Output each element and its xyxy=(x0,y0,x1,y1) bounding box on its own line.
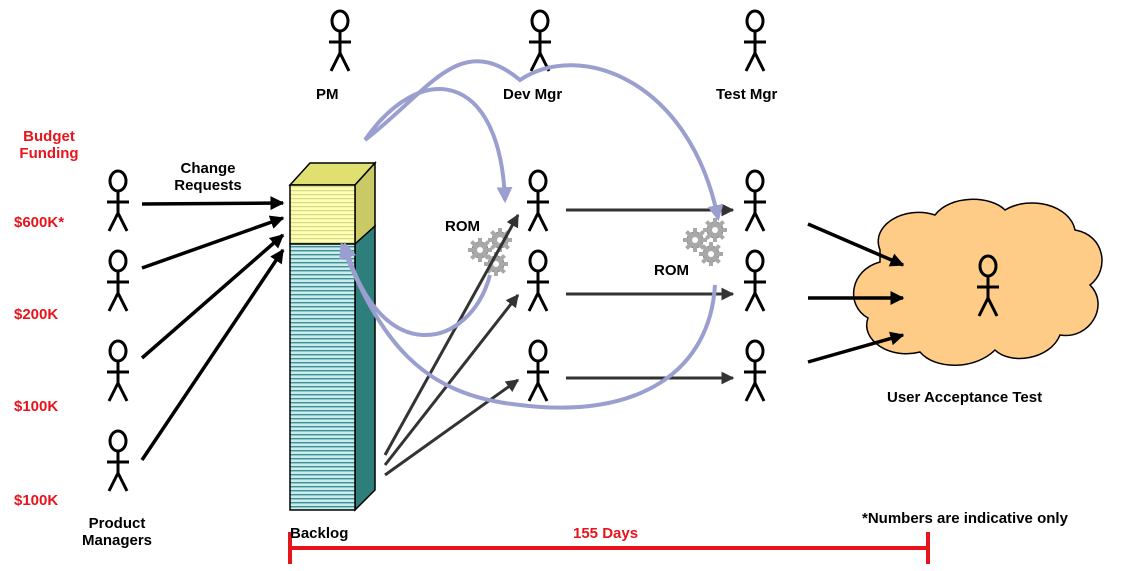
backlog-label: Backlog xyxy=(290,525,349,542)
rom-label: ROM xyxy=(445,218,480,235)
budget-amount: $200K xyxy=(14,306,59,323)
cloud-icon xyxy=(852,198,1103,366)
stick-figure-icon xyxy=(105,429,131,493)
budget-amount: $600K* xyxy=(14,214,65,231)
test-to-uat-arrows xyxy=(807,222,905,364)
budget-amount: $100K xyxy=(14,492,59,509)
stick-figure-icon xyxy=(527,9,553,73)
pm-label: PM xyxy=(316,86,339,103)
budget-funding-title: Budget Funding xyxy=(19,128,79,162)
user-acceptance-test-label: User Acceptance Test xyxy=(887,389,1043,406)
stick-figure-icon xyxy=(105,249,131,313)
budget-amount: $100K xyxy=(14,398,59,415)
dev-mgr-label: Dev Mgr xyxy=(503,86,563,103)
rom-label: ROM xyxy=(654,262,689,279)
stick-figure-icon xyxy=(105,169,131,233)
duration-label: 155 Days xyxy=(573,525,639,542)
stick-figure-icon xyxy=(105,339,131,403)
rom-flow-arrows xyxy=(339,59,724,410)
change-request-arrows xyxy=(140,196,285,461)
timeline-bar xyxy=(288,532,930,564)
dev-to-test-arrows xyxy=(566,203,735,385)
stick-figure-icon xyxy=(525,169,551,233)
stick-figure-icon xyxy=(525,339,551,403)
stick-figure-icon xyxy=(742,339,768,403)
backlog-bar xyxy=(288,161,377,512)
product-managers-label: Product Managers xyxy=(81,515,153,549)
test-mgr-label: Test Mgr xyxy=(716,86,778,103)
product-manager-figures xyxy=(105,169,131,493)
stick-figure-icon xyxy=(525,249,551,313)
stick-figure-icon xyxy=(327,9,353,73)
change-requests-label: Change Requests xyxy=(174,160,242,194)
stick-figure-icon xyxy=(742,249,768,313)
stick-figure-icon xyxy=(742,169,768,233)
gear-icon xyxy=(683,218,727,266)
stick-figure-icon xyxy=(742,9,768,73)
backlog-to-dev-arrows xyxy=(383,213,520,477)
footnote: *Numbers are indicative only xyxy=(862,510,1068,527)
